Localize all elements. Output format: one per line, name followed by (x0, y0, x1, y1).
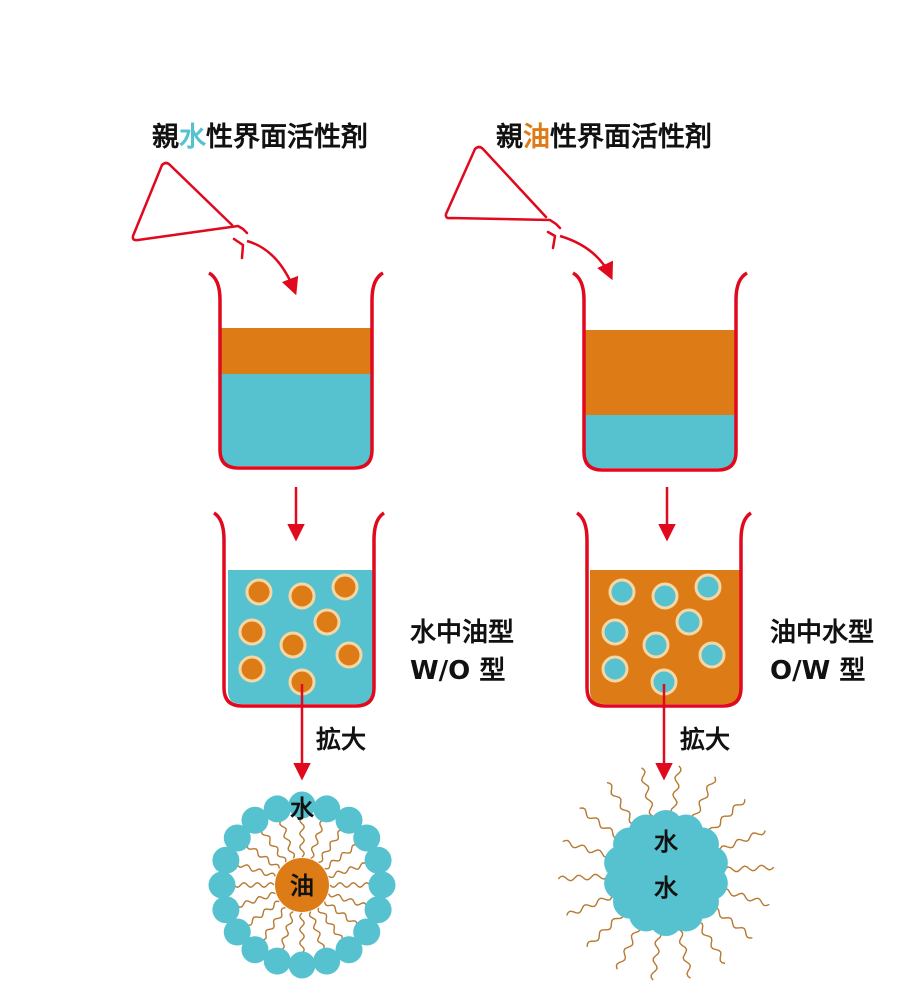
micelle-head-label: 水 (290, 795, 315, 823)
left-micelle-icon (208, 791, 396, 979)
oil-droplet (335, 641, 363, 669)
oil-droplet (313, 608, 341, 636)
left-flask-icon (131, 161, 249, 260)
micelle-core-label: 油 (290, 872, 314, 900)
water-droplet (694, 573, 722, 601)
surfactant-tail (324, 901, 358, 926)
right-pour-arrow (559, 234, 614, 281)
surfactant-tail (566, 890, 621, 916)
left-pour-arrow (246, 239, 299, 296)
surfactant-head (288, 951, 316, 979)
left-emulsion-type: 水中油型 (410, 618, 514, 648)
surfactant-head (364, 896, 392, 924)
water-droplet (698, 641, 726, 669)
surfactant-tail (299, 816, 305, 858)
right-surfactant-title: 親油性界面活性剤 (496, 121, 712, 153)
surfactant-tail (318, 829, 343, 863)
water-droplet (601, 618, 629, 646)
surfactant-tail (640, 767, 657, 825)
oil-droplet (245, 578, 273, 606)
right-emulsion-code: O/W 型 (770, 656, 865, 686)
surfactant-head (208, 871, 236, 899)
reverse-micelle-label-center: 水 (654, 874, 679, 902)
right-enlarge-label: 拡大 (680, 725, 730, 754)
left-oil-droplets (238, 573, 363, 696)
surfactant-tail (308, 911, 325, 951)
surfactant-head (212, 896, 240, 924)
micelle-oil-core (275, 858, 329, 912)
surfactant-tail (261, 907, 286, 941)
surfactant-tail (236, 863, 277, 877)
surfactant-head (313, 795, 341, 823)
surfactant-head (288, 791, 316, 819)
oil-droplet (238, 618, 266, 646)
surfactant-tail (675, 921, 692, 979)
water-droplet (642, 631, 670, 659)
surfactant-tail (246, 844, 280, 869)
surfactant-tail (310, 819, 324, 860)
surfactant-tail (328, 862, 368, 879)
surfactant-tail (246, 900, 280, 926)
surfactant-head (335, 806, 363, 834)
surfactant-tail (329, 882, 371, 888)
surfactant-head (353, 918, 381, 946)
surfactant-head (364, 846, 392, 874)
water-droplet (608, 578, 636, 606)
left-surfactant-title: 親水性界面活性剤 (152, 121, 368, 153)
water-droplet (651, 582, 679, 610)
left-emulsion-code: W/O 型 (410, 656, 505, 686)
surfactant-head (223, 918, 251, 946)
surfactant-tail (236, 891, 276, 908)
surfactant-head (649, 856, 683, 890)
oil-droplet (288, 582, 316, 610)
oil-droplet (238, 655, 266, 683)
surfactant-tail (299, 912, 305, 954)
surfactant-head (241, 806, 269, 834)
surfactant-head (263, 795, 291, 823)
surfactant-tail (711, 830, 766, 856)
oil-droplet (331, 573, 359, 601)
oil-droplet (279, 631, 307, 659)
reverse-micelle-label-top: 水 (654, 828, 679, 856)
surfactant-head (335, 936, 363, 964)
left-top-beaker-icon (208, 271, 384, 470)
surfactant-head (241, 936, 269, 964)
right-top-beaker-icon (572, 271, 748, 472)
water-droplet (675, 608, 703, 636)
surfactant-head (263, 947, 291, 975)
right-flask-icon (444, 145, 562, 250)
water-droplet (601, 655, 629, 683)
surfactant-tail (327, 893, 368, 907)
surfactant-head (368, 871, 396, 899)
right-emulsion-beaker-icon (575, 511, 753, 708)
surfactant-tail (324, 844, 358, 870)
surfactant-tail (261, 829, 287, 863)
surfactant-tail (279, 819, 296, 859)
surfactant-tail (317, 907, 343, 941)
right-reverse-micelle-icon (557, 765, 775, 981)
right-water-droplets (601, 573, 726, 696)
left-emulsion-beaker-icon (212, 511, 386, 708)
right-emulsion-type: 油中水型 (770, 618, 874, 648)
surfactant-head (212, 846, 240, 874)
surfactant-head (223, 824, 251, 852)
left-enlarge-label: 拡大 (316, 725, 366, 754)
surfactant-tail (280, 910, 294, 951)
surfactant-head (353, 824, 381, 852)
surfactant-head (313, 947, 341, 975)
surfactant-tail (233, 882, 275, 888)
